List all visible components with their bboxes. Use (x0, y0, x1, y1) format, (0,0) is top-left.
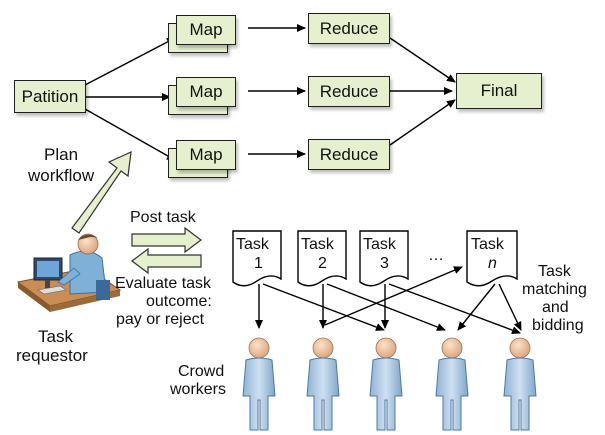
plan-label: Plan (44, 145, 79, 164)
edge-tn-w5 (498, 283, 522, 331)
task-3-title: Task (363, 236, 396, 253)
task-doc-n (466, 230, 518, 287)
task-1-title: Task (236, 236, 269, 253)
matching-line-2: matching (522, 281, 587, 298)
edge-tn-w4 (457, 283, 496, 331)
map-node-3: Map (168, 140, 240, 180)
reduce-node-3: Reduce (308, 139, 390, 170)
edge-reduce3-final (389, 99, 456, 146)
task-doc-2 (297, 230, 347, 287)
crowd-worker-4 (435, 337, 469, 431)
post-task-arrow (131, 226, 202, 254)
task-n-num: n (488, 255, 497, 272)
task-1-num: 1 (254, 255, 263, 272)
map-node-1: Map (168, 15, 240, 55)
crowd-line-2: workers (170, 381, 227, 398)
map-label-1: Map (176, 15, 236, 45)
reduce-node-2: Reduce (308, 76, 390, 107)
edge-reduce1-final (389, 37, 456, 83)
final-node: Final (456, 73, 542, 109)
ellipsis-label: … (428, 247, 444, 264)
map-label-3: Map (176, 140, 236, 170)
post-task-label: Post task (130, 209, 196, 226)
evaluate-arrow (131, 247, 202, 275)
task-2-num: 2 (318, 255, 327, 272)
edge-t3-w5 (388, 283, 521, 334)
evaluate-line-3: pay or reject (116, 311, 205, 328)
edge-w2-tn (324, 266, 463, 326)
matching-line-1: Task (538, 263, 571, 280)
matching-line-3: and (542, 299, 569, 316)
evaluate-line-2: outcome: (146, 293, 212, 310)
reduce-node-1: Reduce (308, 13, 390, 44)
crowd-worker-3 (369, 337, 403, 431)
crowd-worker-2 (306, 337, 340, 431)
partition-node: Patition (14, 80, 86, 113)
map-node-2: Map (168, 77, 240, 117)
edge-partition-map1 (84, 37, 176, 86)
crowd-worker-5 (503, 337, 537, 431)
task-doc-3 (359, 230, 409, 287)
requestor-line-1: Task (38, 327, 73, 346)
crowd-line-1: Crowd (178, 363, 225, 380)
evaluate-line-1: Evaluate task (115, 275, 212, 292)
task-2-title: Task (301, 236, 334, 253)
workflow-label: workflow (28, 166, 95, 185)
edge-t2-w4 (326, 283, 446, 331)
task-doc-1 (232, 230, 282, 287)
requestor-line-2: requestor (16, 346, 88, 365)
edge-partition-map3 (84, 108, 176, 161)
matching-line-4: bidding (532, 317, 584, 334)
task-3-num: 3 (380, 255, 389, 272)
map-label-2: Map (176, 77, 236, 107)
task-n-title: Task (471, 236, 504, 253)
task-requestor-figure (16, 233, 122, 312)
plan-workflow-arrow (71, 151, 132, 234)
crowd-worker-1 (242, 337, 276, 431)
